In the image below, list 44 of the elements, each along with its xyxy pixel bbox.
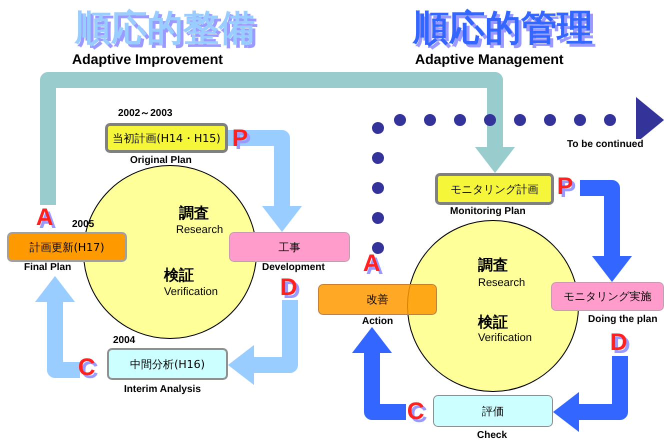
phase-letter: P — [557, 175, 574, 199]
arrow — [228, 300, 298, 385]
circle-label: 調査 — [179, 204, 209, 223]
arrow — [580, 180, 632, 282]
arrow — [40, 72, 515, 205]
process-box: モニタリング実施 — [551, 282, 664, 311]
edge-label: To be continued — [566, 139, 644, 150]
box-caption: 2002～2003 — [118, 107, 172, 120]
phase-letter: C — [78, 356, 96, 380]
phase-letter: C — [407, 400, 424, 424]
arrow — [372, 97, 664, 254]
process-box: 工事 — [229, 232, 350, 262]
box-caption: Action — [362, 316, 394, 327]
circle-label: Verification — [478, 332, 532, 344]
arrow — [35, 276, 80, 378]
box-caption: Original Plan — [130, 155, 192, 166]
circle-label: 検証 — [478, 313, 508, 332]
circle-label: Research — [478, 277, 526, 289]
process-box: 当初計画(H14・H15) — [105, 123, 228, 153]
heading: 順応的整備 — [75, 6, 255, 50]
circle-label: 調査 — [478, 256, 508, 275]
box-caption: Development — [262, 262, 325, 273]
circle-label: Research — [176, 224, 224, 236]
box-caption: Interim Analysis — [124, 384, 201, 395]
process-box: 中間分析(H16) — [107, 348, 228, 380]
box-caption: Doing the plan — [588, 314, 658, 325]
phase-letter: P — [232, 127, 248, 151]
phase-letter: D — [610, 331, 628, 355]
box-caption: Check — [477, 430, 508, 441]
process-box: 評価 — [433, 395, 553, 427]
circle-label: Verification — [164, 286, 218, 298]
phase-letter: D — [280, 276, 298, 300]
box-caption: 2004 — [113, 335, 136, 346]
phase-letter: A — [363, 252, 380, 276]
heading: 順応的管理 — [413, 6, 593, 50]
process-box: モニタリング計画 — [435, 173, 554, 205]
process-box: 計画更新(H17) — [7, 232, 127, 262]
subheading: Adaptive Management — [415, 51, 564, 67]
phase-letter: A — [36, 206, 54, 230]
subheading: Adaptive Improvement — [72, 51, 223, 67]
circle-label: 検証 — [164, 266, 194, 285]
box-caption: Final Plan — [24, 262, 72, 273]
process-box: 改善 — [318, 284, 437, 315]
box-caption: Monitoring Plan — [450, 206, 526, 217]
